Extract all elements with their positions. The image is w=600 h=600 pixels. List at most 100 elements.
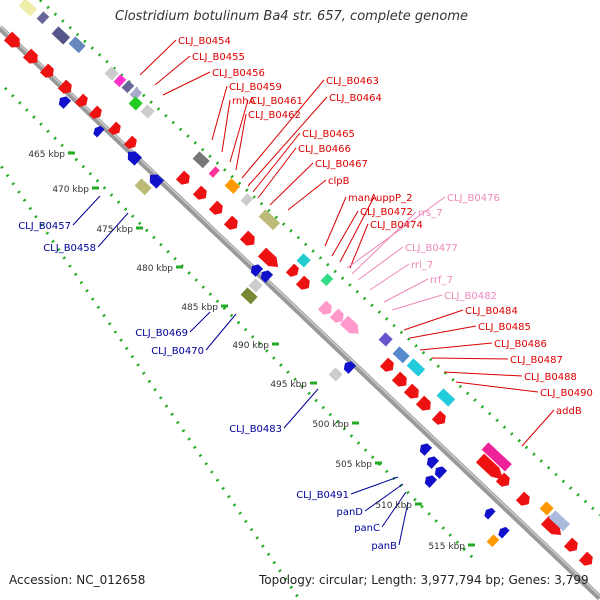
feature-box	[296, 253, 311, 268]
gene-label-rna: rrs_7	[418, 208, 443, 219]
forward-gene-arrow	[39, 63, 54, 78]
reverse-gene-arrow	[484, 507, 496, 520]
leader-line	[154, 55, 191, 86]
leader-line	[229, 99, 249, 163]
gene-label-forward: CLJ_B0465	[302, 129, 355, 140]
forward-gene-arrow	[57, 79, 72, 94]
gene-label-forward: CLJ_B0486	[494, 339, 547, 350]
forward-gene-arrow-shape	[57, 79, 72, 94]
feature-box	[248, 278, 263, 293]
reverse-gene-arrow-shape	[424, 475, 438, 488]
gene-label-forward: CLJ_B0463	[326, 76, 379, 87]
leader-line	[349, 223, 369, 269]
feature-box	[129, 87, 143, 101]
forward-gene-arrow	[107, 121, 121, 135]
forward-gene-arrow-shape	[107, 121, 121, 135]
feature-box	[140, 104, 155, 119]
gene-label-forward: CLJ_B0464	[329, 93, 382, 104]
scale-label: 510 kbp	[375, 501, 412, 511]
leader-line	[97, 212, 129, 248]
feature-box-shape	[248, 278, 263, 293]
leader-line	[252, 132, 301, 193]
leader-line	[283, 388, 319, 429]
leader-line	[162, 71, 211, 96]
forward-gene-arrow	[123, 135, 137, 149]
leader-line	[189, 311, 211, 333]
leader-line	[521, 409, 555, 447]
forward-gene-arrow	[192, 185, 207, 200]
feature-box-shape	[436, 388, 456, 407]
forward-gene-arrow	[515, 491, 530, 506]
leader-line	[205, 313, 237, 351]
feature-box	[36, 11, 50, 25]
forward-gene-arrow	[540, 515, 562, 536]
gene-label-forward: CLJ_B0474	[370, 220, 423, 231]
forward-gene-arrow-shape	[257, 247, 279, 268]
reverse-gene-arrow	[149, 174, 164, 189]
forward-gene-arrow	[475, 453, 504, 480]
feature-box-shape	[208, 166, 220, 178]
feature-box-shape	[104, 66, 119, 81]
leader-line	[398, 501, 409, 546]
forward-gene-arrow	[3, 31, 20, 48]
reverse-gene-arrow	[426, 456, 440, 469]
rna-gene-arrow	[339, 315, 359, 334]
scale-label: 505 kbp	[335, 460, 372, 470]
forward-gene-arrow-shape	[578, 551, 593, 566]
leader-line	[339, 196, 375, 263]
reverse-gene-arrow	[127, 151, 142, 166]
gene-label-forward: CLJ_B0488	[524, 372, 577, 383]
forward-gene-arrow	[257, 247, 279, 268]
reverse-gene-arrow	[260, 270, 274, 283]
reverse-gene-arrow-shape	[498, 526, 510, 539]
reverse-gene-arrow	[93, 125, 105, 138]
forward-gene-arrow-shape	[515, 491, 530, 506]
forward-gene-arrow-shape	[563, 537, 578, 552]
scale-label: 490 kbp	[232, 341, 269, 351]
gene-label-reverse: panB	[371, 541, 397, 552]
reverse-gene-arrow-shape	[93, 125, 105, 138]
gene-label-forward: uppP_2	[376, 193, 412, 204]
gene-label-forward: CLJ_B0455	[192, 52, 245, 63]
gene-label-forward: CLJ_B0461	[250, 96, 303, 107]
leader-line	[431, 357, 509, 360]
gene-label-rna: rrl_7	[411, 260, 433, 271]
gene-label-forward: CLJ_B0490	[540, 388, 593, 399]
reverse-gene-arrow-shape	[434, 466, 448, 479]
forward-gene-arrow	[175, 170, 190, 185]
forward-gene-arrow	[495, 472, 510, 487]
gene-label-forward: CLJ_B0487	[510, 355, 563, 366]
leader-line	[455, 381, 539, 393]
forward-gene-arrow	[208, 200, 223, 215]
feature-box-shape	[240, 193, 254, 207]
rna-gene-arrow-shape	[317, 300, 332, 315]
feature-box-shape	[486, 534, 500, 548]
feature-box	[208, 166, 220, 178]
leader-line	[383, 278, 429, 303]
leader-line	[269, 162, 314, 206]
gene-label-reverse: CLJ_B0469	[135, 328, 188, 339]
forward-gene-arrow-shape	[74, 93, 88, 107]
forward-gene-arrow-shape	[475, 453, 504, 480]
gene-label-forward: manA	[348, 193, 377, 204]
accession-text: Accession: NC_012658	[9, 573, 146, 587]
reverse-gene-arrow	[58, 96, 72, 109]
reverse-gene-arrow-shape	[250, 264, 264, 277]
track-dots	[3, 86, 477, 562]
scale-label: 480 kbp	[136, 264, 173, 274]
leader-line	[381, 491, 407, 528]
reverse-gene-arrow	[343, 361, 357, 374]
gene-label-forward: CLJ_B0459	[229, 82, 282, 93]
forward-gene-arrow	[431, 410, 446, 425]
forward-gene-arrow-shape	[208, 200, 223, 215]
feature-box	[392, 346, 410, 364]
feature-box	[378, 332, 393, 347]
scale-label: 495 kbp	[270, 380, 307, 390]
gene-label-forward: CLJ_B0467	[315, 159, 368, 170]
leader-line	[419, 342, 493, 351]
feature-box-shape	[320, 273, 334, 287]
feature-box-shape	[258, 209, 281, 231]
gene-label-reverse: CLJ_B0470	[151, 346, 204, 357]
leader-line	[211, 85, 228, 141]
forward-gene-arrow-shape	[239, 230, 255, 246]
